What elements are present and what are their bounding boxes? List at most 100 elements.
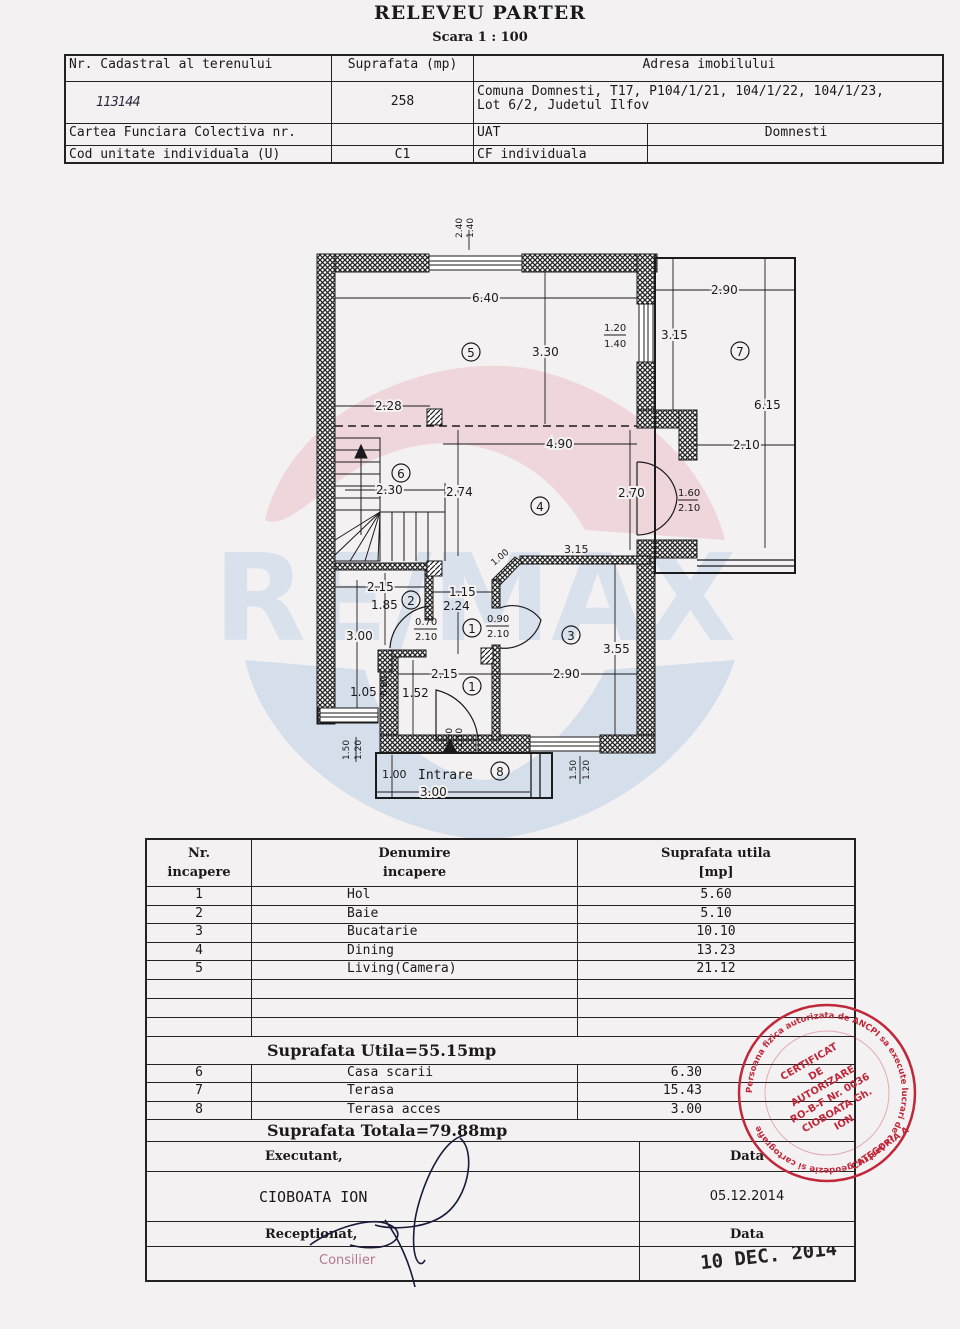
room-marker-1a: 1 xyxy=(462,618,482,638)
executant-header-row: Executant, Data xyxy=(147,1142,854,1172)
address-value: Comuna Domnesti, T17, P104/1/21, 104/1/2… xyxy=(474,82,944,124)
dimension-lines xyxy=(335,230,795,798)
dimension-labels: 2.40 1.40 6.40 3.30 2.28 1.20 1.40 2.90 … xyxy=(342,218,783,801)
cod-unitate-value: C1 xyxy=(332,146,474,164)
svg-text:0.70: 0.70 xyxy=(415,617,437,628)
svg-text:2.40: 2.40 xyxy=(455,218,465,238)
table-row: 5 Living(Camera) 21.12 xyxy=(147,961,854,980)
svg-text:0.90: 0.90 xyxy=(487,614,509,625)
receptionat-date-stamp: 10 DEC. 2014 xyxy=(699,1247,839,1275)
executant-date: 05.12.2014 xyxy=(709,1189,785,1204)
svg-text:2.24: 2.24 xyxy=(443,599,470,613)
uat-value: Domnesti xyxy=(648,124,944,146)
cf-colectiva-value xyxy=(332,124,474,146)
cf-individuala-label: CF individuala xyxy=(474,146,648,164)
svg-text:2.10: 2.10 xyxy=(415,632,437,643)
table-row: 6 Casa scarii 6.30 xyxy=(147,1064,854,1083)
svg-text:1: 1 xyxy=(468,680,476,694)
receptionat-header-row: Receptionat, Data xyxy=(147,1222,854,1247)
table-row: 3 Bucatarie 10.10 xyxy=(147,924,854,943)
svg-text:1.50: 1.50 xyxy=(342,740,352,760)
svg-text:6: 6 xyxy=(397,467,405,481)
svg-text:1.20: 1.20 xyxy=(604,323,626,334)
header-area-line2: [mp] xyxy=(698,865,734,880)
room-marker-2: 2 xyxy=(401,590,421,610)
svg-text:1.20: 1.20 xyxy=(582,760,592,780)
svg-text:2.10: 2.10 xyxy=(733,438,760,452)
header-area-line1: Suprafata utila xyxy=(661,846,771,861)
cadastral-label: Nr. Cadastral al terenului xyxy=(66,56,332,82)
svg-text:1.85: 1.85 xyxy=(371,598,398,612)
svg-text:3.30: 3.30 xyxy=(532,345,559,359)
svg-text:0.80: 0.80 xyxy=(380,676,390,696)
svg-text:2.90: 2.90 xyxy=(711,283,738,297)
svg-text:2.10: 2.10 xyxy=(455,728,465,748)
address-label: Adresa imobilului xyxy=(474,56,944,82)
windows xyxy=(319,255,654,752)
svg-text:1.40: 1.40 xyxy=(466,218,476,238)
svg-text:2.15: 2.15 xyxy=(367,580,394,594)
svg-text:0.90: 0.90 xyxy=(445,728,455,748)
svg-text:2.30: 2.30 xyxy=(376,483,403,497)
svg-text:2: 2 xyxy=(407,594,415,608)
svg-text:2.90: 2.90 xyxy=(553,667,580,681)
svg-text:6.15: 6.15 xyxy=(754,398,781,412)
svg-text:2.15: 2.15 xyxy=(431,667,458,681)
svg-text:1.00: 1.00 xyxy=(382,768,407,781)
table-row: 1 Hol 5.60 xyxy=(147,887,854,906)
room-marker-4: 4 xyxy=(530,496,550,516)
staircase xyxy=(334,437,446,562)
area-label: Suprafata (mp) xyxy=(332,56,474,82)
svg-text:5: 5 xyxy=(467,346,475,360)
table-row-empty xyxy=(147,979,854,999)
table-row-empty xyxy=(147,1017,854,1037)
svg-text:1: 1 xyxy=(468,622,476,636)
room-markers: 5 7 6 4 2 1 3 1 8 xyxy=(391,341,750,781)
table-row-empty xyxy=(147,998,854,1018)
svg-text:8: 8 xyxy=(496,765,504,779)
rooms-table-header: Nr. incapere Denumire incapere Suprafata… xyxy=(147,840,854,887)
cod-unitate-label: Cod unitate individuala (U) xyxy=(66,146,332,164)
table-row: 4 Dining 13.23 xyxy=(147,942,854,961)
useful-area-total: Suprafata Utila=55.15mp xyxy=(147,1037,854,1065)
header-name-line2: incapere xyxy=(382,865,447,880)
svg-text:3.55: 3.55 xyxy=(603,642,630,656)
room-marker-3: 3 xyxy=(561,625,581,645)
svg-text:2.10: 2.10 xyxy=(678,503,700,514)
total-area: Suprafata Totala=79.88mp xyxy=(147,1120,854,1142)
svg-text:1.15: 1.15 xyxy=(449,585,476,599)
cf-colectiva-label: Cartea Funciara Colectiva nr. xyxy=(66,124,332,146)
svg-text:3.15: 3.15 xyxy=(661,328,688,342)
receptionat-stamp-role: Consilier xyxy=(319,1253,376,1268)
room-marker-6: 6 xyxy=(391,463,411,483)
header-nr-line2: incapere xyxy=(167,865,231,880)
svg-text:7: 7 xyxy=(736,345,744,359)
receptionat-row: Consilier TUDOR LIVIU FILOFTEIU 10 DEC. … xyxy=(147,1247,854,1280)
executant-name: CIOBOATA ION xyxy=(147,1172,640,1221)
table-row: 7 Terasa 15.43 xyxy=(147,1083,854,1102)
room-marker-7: 7 xyxy=(730,341,750,361)
svg-text:CATEGORIA A: CATEGORIA A xyxy=(850,1126,911,1173)
cadastral-number-handwritten: 113144 xyxy=(66,82,332,124)
svg-text:3.00: 3.00 xyxy=(420,785,447,799)
cf-individuala-value xyxy=(648,146,944,164)
svg-text:1.05: 1.05 xyxy=(350,685,377,699)
document-scale: Scara 1 : 100 xyxy=(432,30,528,45)
svg-text:3.00: 3.00 xyxy=(346,629,373,643)
svg-text:1.20: 1.20 xyxy=(354,740,364,760)
floor-plan: 2.40 1.40 6.40 3.30 2.28 1.20 1.40 2.90 … xyxy=(316,218,796,801)
room-marker-5: 5 xyxy=(461,342,481,362)
address-line-1: Comuna Domnesti, T17, P104/1/21, 104/1/2… xyxy=(477,84,884,99)
svg-text:6.40: 6.40 xyxy=(472,291,499,305)
svg-text:1.60: 1.60 xyxy=(678,488,700,499)
svg-text:1.40: 1.40 xyxy=(604,339,626,350)
room-marker-8: 8 xyxy=(490,761,510,781)
walls xyxy=(316,253,698,754)
svg-text:2.28: 2.28 xyxy=(375,399,402,413)
table-row: 2 Baie 5.10 xyxy=(147,905,854,924)
doors xyxy=(389,461,678,741)
svg-text:2.70: 2.70 xyxy=(618,486,645,500)
address-line-2: Lot 6/2, Judetul Ilfov xyxy=(477,98,650,113)
area-value: 258 xyxy=(332,82,474,124)
uat-label: UAT xyxy=(474,124,648,146)
